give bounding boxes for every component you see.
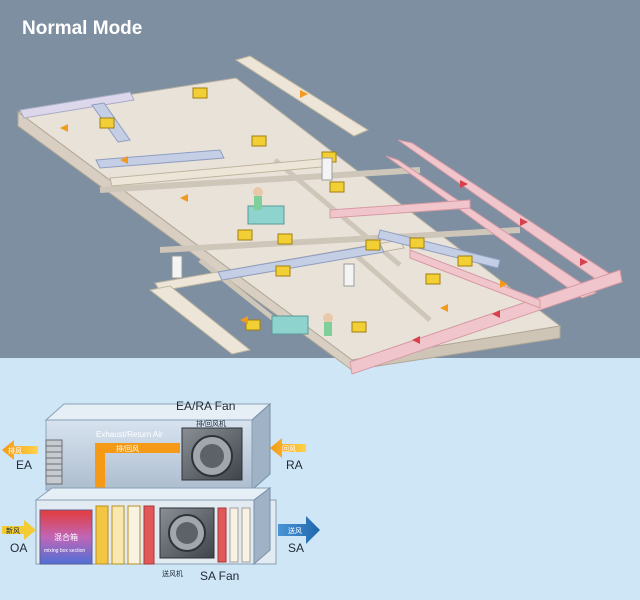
patient-room-2: [271, 313, 333, 336]
airflow-arrows: [60, 90, 508, 324]
ea-ra-fan-cn-label: 排/回风机: [196, 419, 226, 428]
ea-louver: [45, 439, 63, 485]
oa-arrow: [2, 520, 36, 540]
mixing-cn-label: 混合箱: [54, 532, 78, 542]
sa-label: SA: [288, 541, 304, 555]
mode-title: Normal Mode: [22, 18, 143, 39]
patient-room-1: [247, 187, 285, 225]
exhaust-return-air-label: Exhaust/Return Air: [96, 430, 163, 439]
sa-arrow: [278, 516, 320, 544]
oa-label: OA: [10, 541, 27, 555]
ea-arrow: [2, 440, 38, 460]
exhaust-duct-network: [329, 139, 624, 375]
ra-cn-label: 回风: [282, 445, 296, 453]
mixing-en-label: mixing box section: [44, 548, 85, 554]
damper-units: [99, 87, 473, 333]
exhaust-arrows: [412, 180, 588, 344]
oa-cn-label: 新风: [6, 526, 20, 535]
ra-arrow: [270, 438, 306, 458]
ea-ra-fan-drum: [181, 427, 243, 481]
ra-label: RA: [286, 458, 303, 472]
sa-fan-cn-label: 送风机: [162, 569, 183, 578]
sa-fan-label: SA Fan: [200, 569, 239, 583]
door: [171, 157, 355, 287]
ea-cn-label: 排风: [8, 446, 22, 455]
ahu-unit: [34, 402, 277, 566]
exhaust-return-air-cn-label: 排/回风: [116, 444, 139, 453]
sa-cn-label: 送风: [288, 526, 302, 535]
ea-label: EA: [16, 458, 32, 472]
ea-ra-fan-label: EA/RA Fan: [176, 399, 235, 413]
sa-fan-drum: [159, 507, 215, 559]
